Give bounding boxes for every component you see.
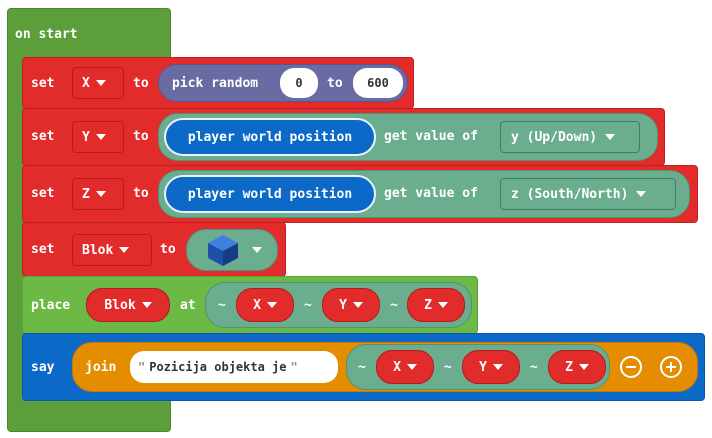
place-tilde-x: ~ [218, 298, 226, 313]
set-z-variable-label: Z [82, 186, 90, 202]
join-string-input[interactable]: " Pozicija objekta je " [130, 351, 338, 383]
chevron-down-icon [605, 134, 616, 140]
join-string-text: Pozicija objekta je [149, 360, 287, 374]
place-label: place [31, 298, 71, 313]
say-tilde-z: ~ [530, 360, 538, 375]
player-world-position-z[interactable]: player world position [164, 175, 376, 213]
chevron-down-icon [636, 191, 647, 197]
set-y-variable-label: Y [82, 129, 90, 145]
chevron-down-icon [352, 302, 363, 308]
random-to-label: to [327, 76, 343, 91]
place-at-label: at [180, 298, 196, 313]
get-value-y-label: get value of [384, 129, 478, 144]
open-quote-icon: " [138, 360, 146, 374]
chevron-down-icon [95, 80, 106, 86]
set-blok-variable-label: Blok [82, 242, 114, 258]
set-x-variable-label: X [82, 75, 90, 91]
place-z-variable[interactable]: Z [407, 288, 465, 322]
say-z-label: Z [565, 359, 573, 375]
place-x-variable[interactable]: X [236, 288, 294, 322]
set-z-set-label: set [31, 186, 55, 201]
set-y-set-label: set [31, 129, 55, 144]
set-blok-variable-dropdown[interactable]: Blok [72, 234, 152, 266]
set-blok-to-label: to [160, 242, 176, 257]
set-x-to-label: to [133, 76, 149, 91]
chevron-down-icon [95, 134, 106, 140]
chevron-down-icon [437, 302, 448, 308]
close-quote-icon: " [290, 360, 298, 374]
place-y-label: Y [339, 297, 347, 313]
random-min-input[interactable]: 0 [280, 68, 318, 98]
place-tilde-z: ~ [390, 298, 398, 313]
blue-block-icon [208, 235, 238, 266]
place-blok-variable[interactable]: Blok [86, 288, 170, 322]
say-label: say [31, 360, 55, 375]
say-y-variable[interactable]: Y [462, 350, 520, 384]
axis-y-label: y (Up/Down) [511, 129, 598, 145]
pick-random-label: pick random [172, 76, 259, 91]
axis-z-dropdown[interactable]: z (South/North) [500, 178, 676, 210]
chevron-down-icon [578, 364, 589, 370]
plus-icon [666, 362, 676, 372]
remove-input-button[interactable] [620, 356, 642, 378]
on-start-label: on start [15, 27, 78, 42]
chevron-down-icon [406, 364, 417, 370]
random-max-input[interactable]: 600 [353, 68, 403, 98]
chevron-down-icon [141, 302, 152, 308]
get-value-z-label: get value of [384, 186, 478, 201]
set-x-variable-dropdown[interactable]: X [72, 67, 124, 99]
chevron-down-icon [252, 247, 262, 253]
set-blok-set-label: set [31, 242, 55, 257]
player-world-position-y[interactable]: player world position [164, 118, 376, 156]
axis-z-label: z (South/North) [511, 186, 629, 202]
set-y-variable-dropdown[interactable]: Y [72, 121, 124, 153]
axis-y-dropdown[interactable]: y (Up/Down) [500, 121, 640, 153]
chevron-down-icon [492, 364, 503, 370]
set-x-set-label: set [31, 76, 55, 91]
place-y-variable[interactable]: Y [322, 288, 380, 322]
join-label: join [85, 360, 117, 375]
say-x-label: X [393, 359, 401, 375]
minus-icon [626, 366, 636, 368]
place-x-label: X [253, 297, 261, 313]
place-z-label: Z [424, 297, 432, 313]
chevron-down-icon [95, 191, 106, 197]
set-y-to-label: to [133, 129, 149, 144]
say-tilde-x: ~ [358, 360, 366, 375]
set-z-to-label: to [133, 186, 149, 201]
place-tilde-y: ~ [304, 298, 312, 313]
chevron-down-icon [119, 247, 130, 253]
say-y-label: Y [479, 359, 487, 375]
add-input-button[interactable] [660, 356, 682, 378]
set-z-variable-dropdown[interactable]: Z [72, 178, 124, 210]
say-z-variable[interactable]: Z [548, 350, 606, 384]
chevron-down-icon [266, 302, 277, 308]
place-blok-variable-label: Blok [104, 297, 136, 313]
say-x-variable[interactable]: X [376, 350, 434, 384]
say-tilde-y: ~ [444, 360, 452, 375]
